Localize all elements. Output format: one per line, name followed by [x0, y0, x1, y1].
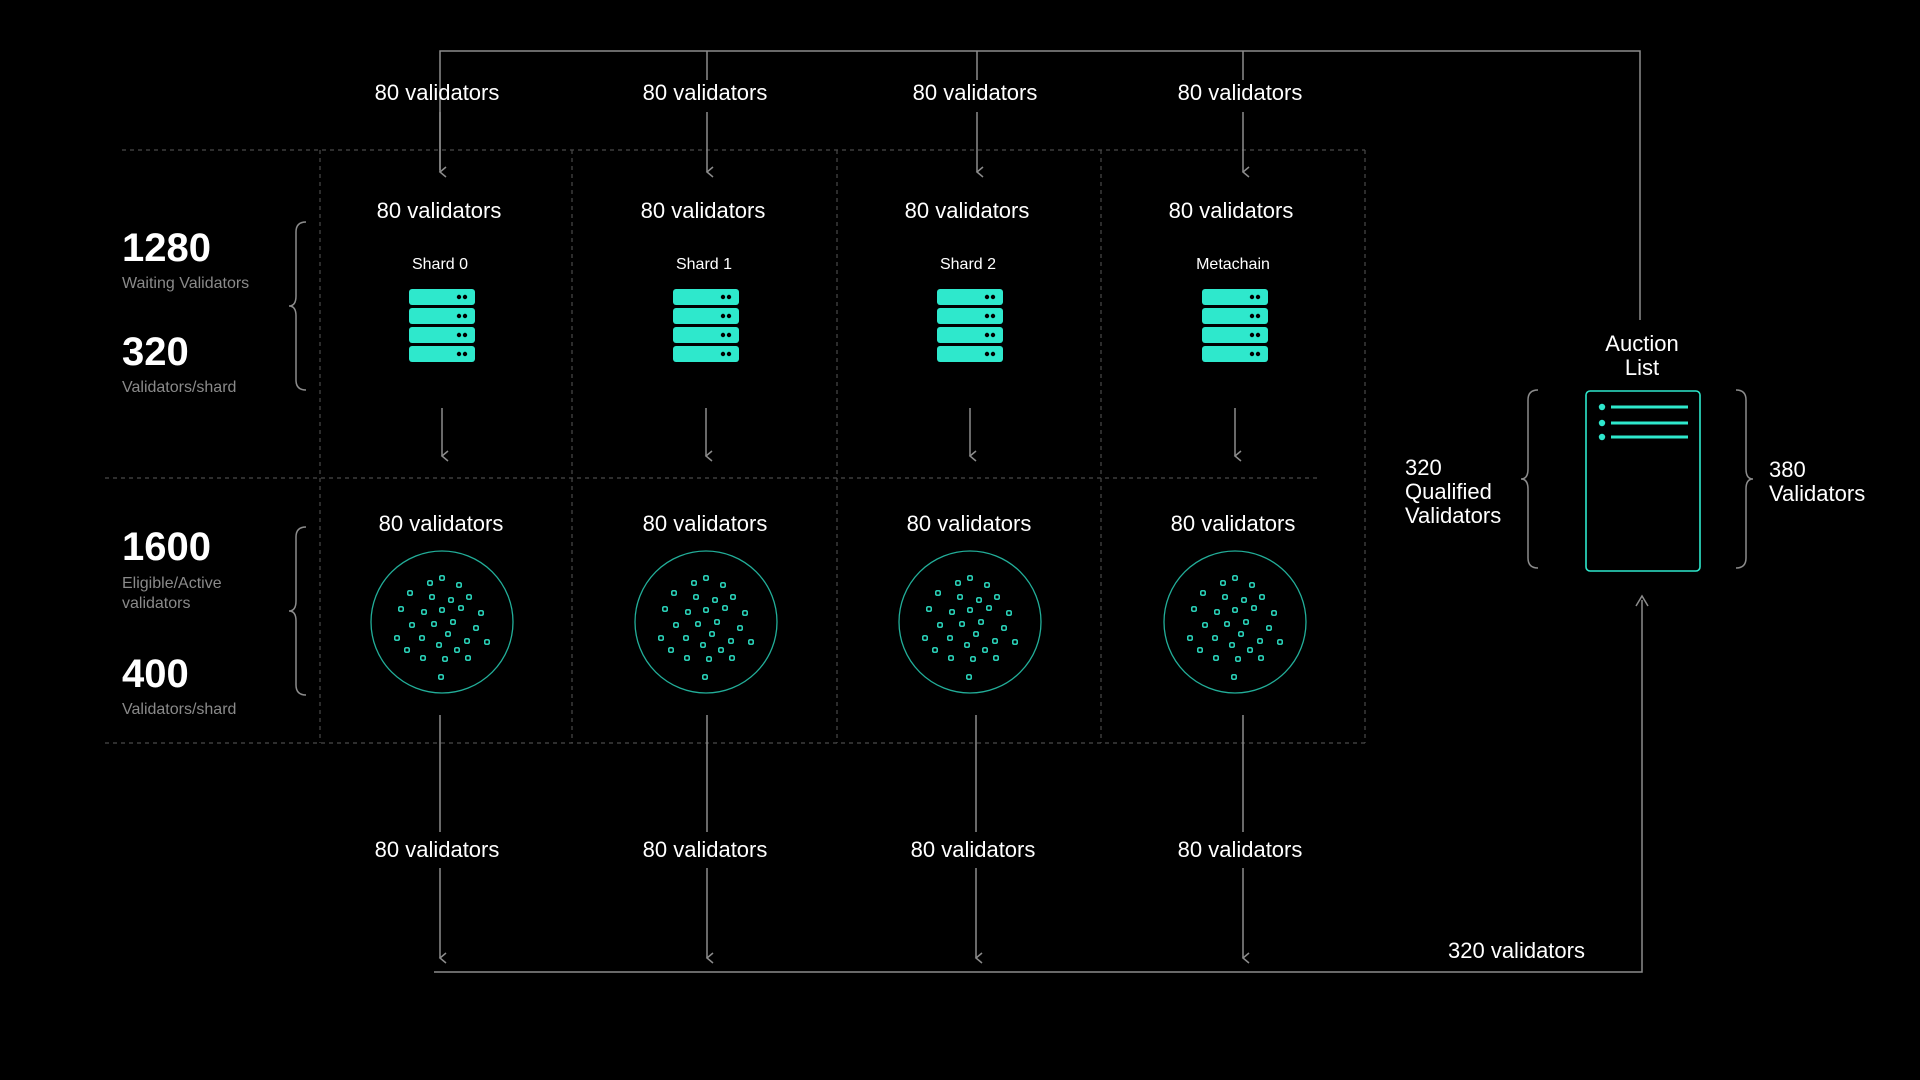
server-icons	[409, 289, 1268, 362]
server-stack-icon	[1202, 289, 1268, 362]
eligible-count-metachain: 80 validators	[1170, 511, 1296, 536]
server-stack-icon	[937, 289, 1003, 362]
top-flow-label-3: 80 validators	[1177, 80, 1303, 105]
list-document-icon	[1585, 390, 1701, 572]
eligible-per-shard: 400	[122, 652, 189, 696]
validator-pool-icons	[370, 550, 1307, 694]
eligible-brace	[288, 526, 307, 696]
waiting-total: 1280	[122, 226, 211, 270]
waiting-per-shard: 320	[122, 330, 189, 374]
qualified-label-line2: Validators	[1405, 503, 1502, 528]
bottom-flow-label-1: 80 validators	[642, 837, 768, 862]
waiting-count-shard-0: 80 validators	[376, 198, 502, 223]
validator-pool-icon	[1163, 550, 1307, 694]
shard-name-1: Shard 1	[675, 256, 733, 273]
eligible-total: 1600	[122, 525, 211, 569]
auction-left-brace	[1520, 389, 1539, 569]
eligible-per-shard-label: Validators/shard	[122, 701, 237, 718]
bottom-flow-label-3: 80 validators	[1177, 837, 1303, 862]
eligible-count-shard-0: 80 validators	[378, 511, 504, 536]
validator-pool-icon	[370, 550, 514, 694]
grid-lines	[105, 149, 1366, 744]
top-distribution-lines	[438, 50, 1641, 320]
validator-pool-icon	[898, 550, 1042, 694]
waiting-count-metachain: 80 validators	[1168, 198, 1294, 223]
waiting-count-shard-2: 80 validators	[904, 198, 1030, 223]
eligible-count-shard-1: 80 validators	[642, 511, 768, 536]
shard-name-metachain: Metachain	[1196, 256, 1270, 273]
auction-title-line1: Auction	[1605, 331, 1679, 356]
waiting-per-shard-label: Validators/shard	[122, 379, 237, 396]
qualified-count: 320	[1405, 455, 1442, 480]
braces	[288, 221, 1754, 696]
bottom-return-lines	[434, 594, 1649, 973]
waiting-total-label: Waiting Validators	[122, 275, 250, 292]
waiting-count-shard-1: 80 validators	[640, 198, 766, 223]
eligible-count-shard-2: 80 validators	[906, 511, 1032, 536]
auction-total-count: 380	[1769, 457, 1806, 482]
qualified-label-line1: Qualified	[1405, 479, 1492, 504]
return-flow-label: 320 validators	[1448, 938, 1585, 963]
validator-pool-icon	[634, 550, 778, 694]
top-flow-label-0: 80 validators	[374, 80, 500, 105]
promotion-arrows	[440, 408, 1242, 462]
waiting-brace	[288, 221, 307, 391]
server-stack-icon	[673, 289, 739, 362]
top-flow-label-2: 80 validators	[912, 80, 1038, 105]
server-stack-icon	[409, 289, 475, 362]
auction-title-line2: List	[1624, 355, 1660, 380]
eligible-total-label-line1: Eligible/Active	[122, 575, 222, 592]
eligible-total-label-line2: validators	[122, 595, 191, 612]
top-flow-label-1: 80 validators	[642, 80, 768, 105]
bottom-flow-label-2: 80 validators	[910, 837, 1036, 862]
shard-name-2: Shard 2	[939, 256, 997, 273]
auction-right-brace	[1735, 389, 1754, 569]
shard-name-0: Shard 0	[411, 256, 469, 273]
bottom-flow-label-0: 80 validators	[374, 837, 500, 862]
auction-total-label: Validators	[1769, 481, 1866, 506]
